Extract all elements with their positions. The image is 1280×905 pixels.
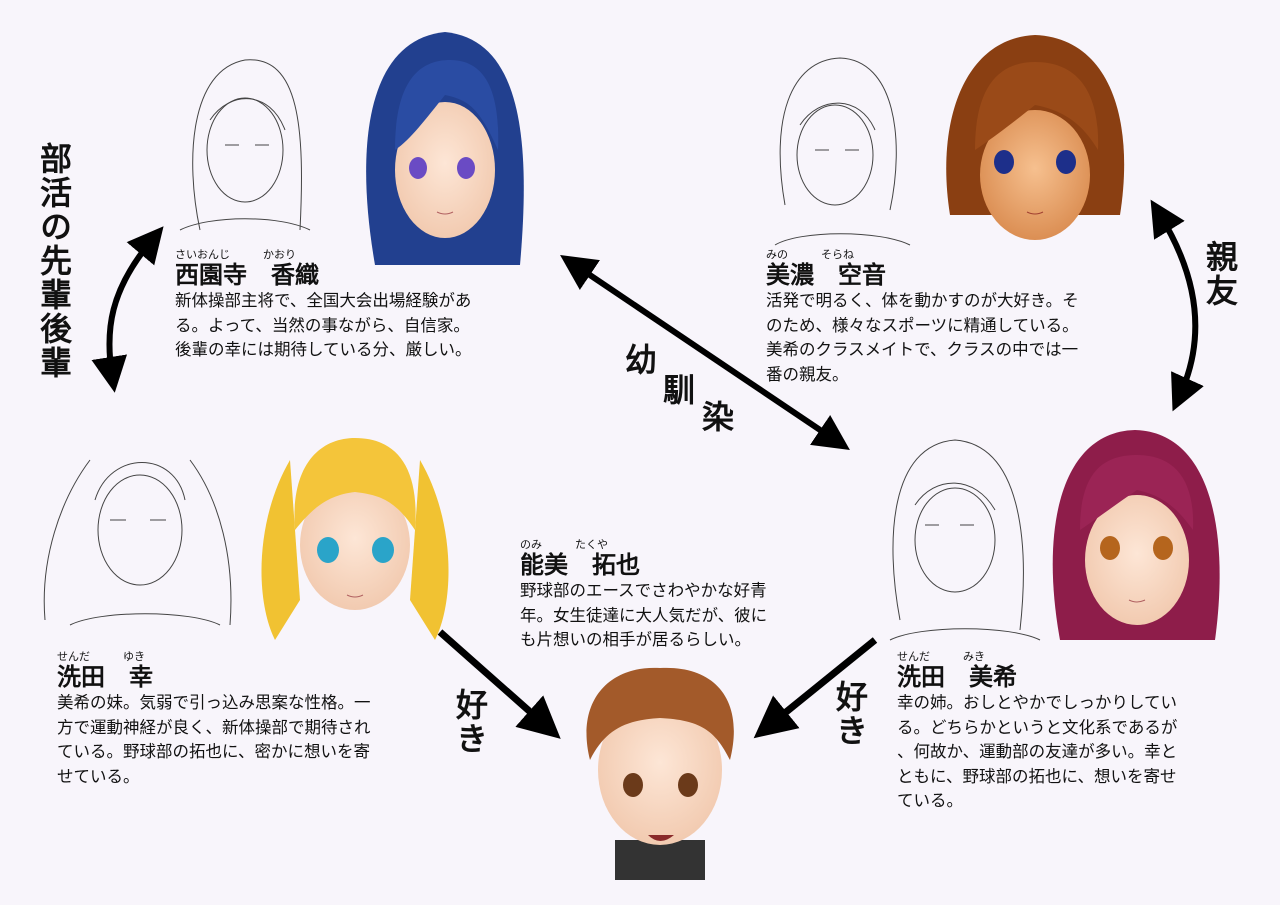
miki-sketch-portrait (889, 439, 1041, 641)
furigana: せんだ ゆき (57, 650, 145, 663)
furigana: みの そらね (766, 248, 854, 261)
osananajimi-char: 染 (702, 398, 735, 436)
description-line: 野球部のエースでさわやかな好青 (520, 581, 767, 600)
suki-miki-label: 好き (831, 680, 869, 748)
shinyu-arrow (1150, 199, 1204, 412)
yuki-colored-portrait (261, 438, 449, 640)
description-line: る。どちらかというと文化系であるが (897, 717, 1178, 737)
osananajimi-char: 幼 (625, 341, 658, 379)
profile-kaori: さいおんじ かおり 西園寺 香織 新体操部主将で、全国大会出場経験があ る。よっ… (175, 248, 472, 363)
kaori-sketch-portrait (179, 59, 311, 231)
profile-yuki: せんだ ゆき 洗田 幸 美希の妹。気弱で引っ込み思案な性格。一 方で運動神経が良… (57, 650, 371, 789)
description-line: 後輩の幸には期待している分、厳しい。 (175, 340, 472, 359)
description-line: も片想いの相手が居るらしい。 (520, 630, 751, 649)
description-line: ている。野球部の拓也に、密かに想いを寄 (57, 742, 371, 761)
kaori-colored-portrait (366, 32, 524, 265)
character-name: 西園寺 香織 (175, 261, 319, 289)
osananajimi-arrow (560, 254, 850, 451)
description-line: る。よって、当然の事ながら、自信家。 (175, 315, 470, 335)
character-name: 洗田 幸 (57, 663, 153, 691)
senpai-kohai-arrow (91, 226, 164, 393)
furigana: のみ たくや (520, 538, 608, 551)
suki-miki-arrow (753, 637, 878, 739)
character-name: 洗田 美希 (897, 663, 1017, 691)
suki-yuki-arrow (437, 629, 561, 739)
miki-colored-portrait (1052, 430, 1220, 640)
osananajimi-char: 馴 (663, 371, 696, 409)
description-line: 方で運動神経が良く、新体操部で期待され (57, 717, 371, 737)
furigana: せんだ みき (897, 650, 985, 663)
description-line: せている。 (57, 766, 140, 786)
suki-yuki-label: 好き (451, 688, 489, 756)
yuki-sketch-portrait (43, 459, 232, 626)
character-name: 能美 拓也 (520, 551, 640, 579)
sorane-colored-portrait (946, 35, 1125, 240)
description-line: のため、様々なスポーツに精通している。 (766, 315, 1079, 335)
furigana: さいおんじ かおり (175, 248, 296, 261)
character-name: 美濃 空音 (766, 261, 886, 289)
description-line: 、何故か、運動部の友達が多い。幸と (897, 742, 1178, 761)
takuya-portrait (586, 667, 734, 880)
profile-takuya: のみ たくや 能美 拓也 野球部のエースでさわやかな好青 年。女生徒達に大人気だ… (520, 538, 767, 653)
description-line: 新体操部主将で、全国大会出場経験があ (175, 291, 472, 310)
description-line: 活発で明るく、体を動かすのが大好き。そ (766, 291, 1079, 310)
description-line: 番の親友。 (766, 364, 849, 384)
description-line: 幸の姉。おしとやかでしっかりしてい (897, 693, 1178, 712)
shinyu-label: 親友 (1201, 240, 1239, 308)
profile-miki: せんだ みき 洗田 美希 幸の姉。おしとやかでしっかりしてい る。どちらかという… (897, 650, 1177, 814)
description-line: 年。女生徒達に大人気だが、彼に (520, 605, 768, 625)
description-line: 美希のクラスメイトで、クラスの中では一 (766, 340, 1079, 359)
description-line: 美希の妹。気弱で引っ込み思案な性格。一 (57, 693, 371, 712)
description-line: ている。 (897, 791, 963, 810)
profile-sorane: みの そらね 美濃 空音 活発で明るく、体を動かすのが大好き。そ のため、様々な… (766, 248, 1079, 387)
description-line: ともに、野球部の拓也に、想いを寄せ (897, 766, 1177, 786)
sorane-sketch-portrait (774, 57, 911, 246)
senpai-kohai-label: 部活の先輩後輩 (35, 142, 73, 380)
